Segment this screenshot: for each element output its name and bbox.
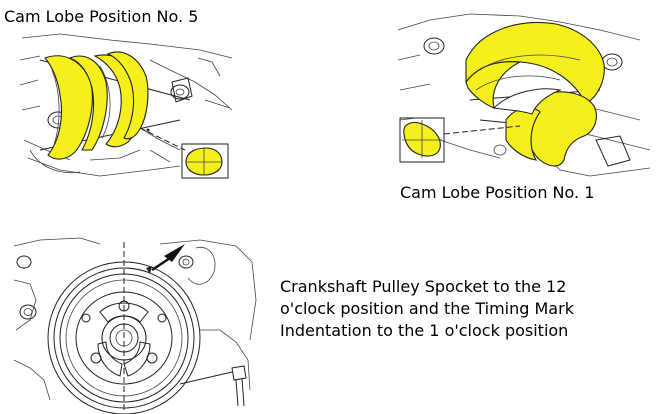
crankshaft-caption-line-1: Crankshaft Pulley Spocket to the 12 <box>280 277 567 296</box>
cam-lobe-5-label: Cam Lobe Position No. 5 <box>4 7 199 26</box>
cam-lobe-1-label: Cam Lobe Position No. 1 <box>400 183 595 202</box>
cam-lobe-5-illustration <box>19 33 233 179</box>
crankshaft-pulley-illustration <box>13 237 257 414</box>
crankshaft-caption: Crankshaft Pulley Spocket to the 12 o'cl… <box>280 276 660 342</box>
crankshaft-caption-line-3: Indentation to the 1 o'clock position <box>280 321 569 340</box>
cam-lobe-1-illustration <box>397 13 651 177</box>
crankshaft-caption-line-2: o'clock position and the Timing Mark <box>280 299 574 318</box>
